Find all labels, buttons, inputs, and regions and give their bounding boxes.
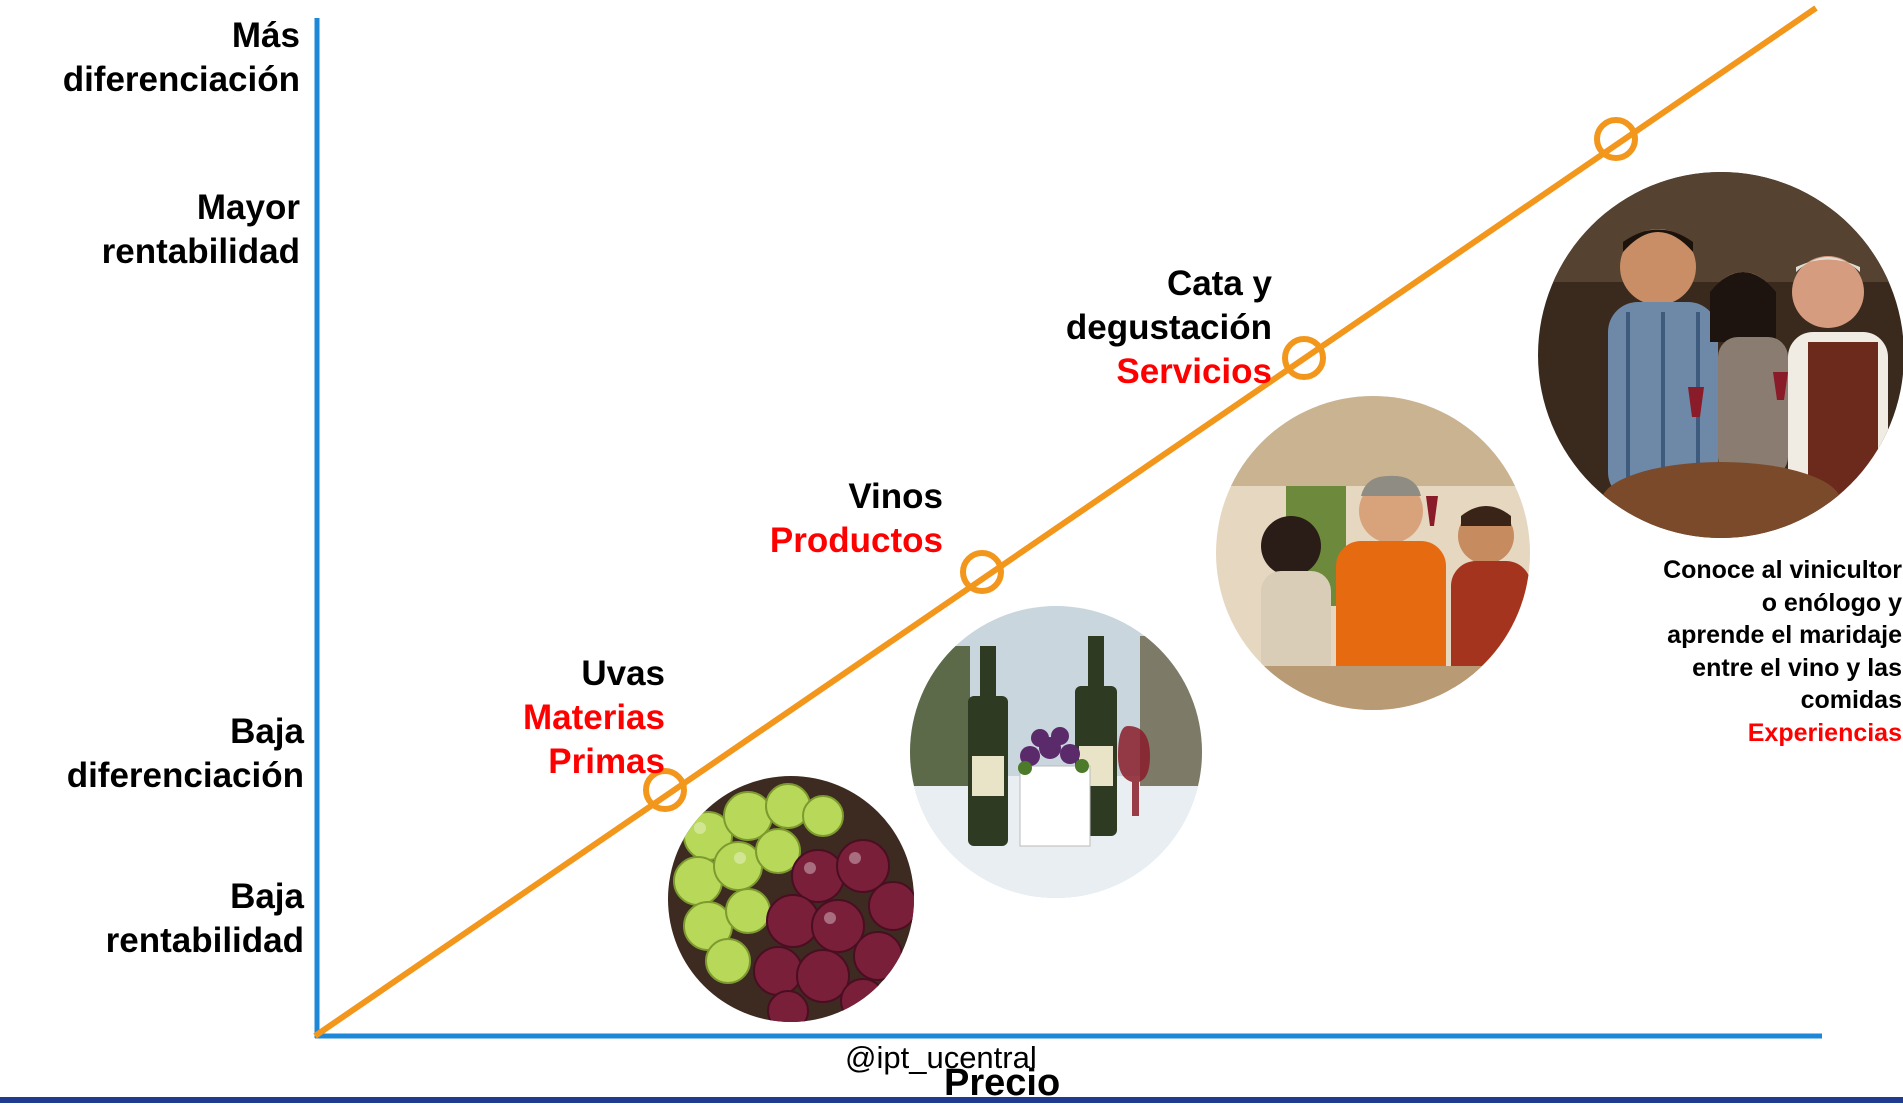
footer-handle: @ipt_ucentral: [845, 1040, 1037, 1075]
wine-tasting-photo: [1216, 396, 1530, 710]
stage-label-experiencias: Conoce al vinicultor o enólogo y aprende…: [1663, 556, 1902, 747]
y-axis-top-label: Más diferenciación: [62, 16, 300, 99]
winemaker-experience-photo: [1538, 172, 1903, 538]
y-axis-bottom-label: Baja diferenciación: [66, 712, 304, 795]
bottom-bar: [0, 1097, 1903, 1103]
grapes-photo: [668, 776, 914, 1022]
stage-marker-cata: [1282, 336, 1326, 380]
stage-marker-uvas: [643, 768, 687, 812]
stage-marker-experiencias: [1594, 117, 1638, 161]
trend-line: [313, 5, 1818, 1039]
stage-label-vinos: Vinos Productos: [769, 477, 943, 560]
stage-label-uvas: Uvas Materias Primas: [522, 654, 665, 781]
y-axis-top-profit-label: Mayor rentabilidad: [101, 188, 300, 271]
stage-marker-vinos: [960, 550, 1004, 594]
y-axis-bottom-profit-label: Baja rentabilidad: [105, 877, 304, 960]
wine-bottles-photo: [910, 606, 1202, 898]
stage-label-cata: Cata y degustación Servicios: [1065, 264, 1272, 391]
